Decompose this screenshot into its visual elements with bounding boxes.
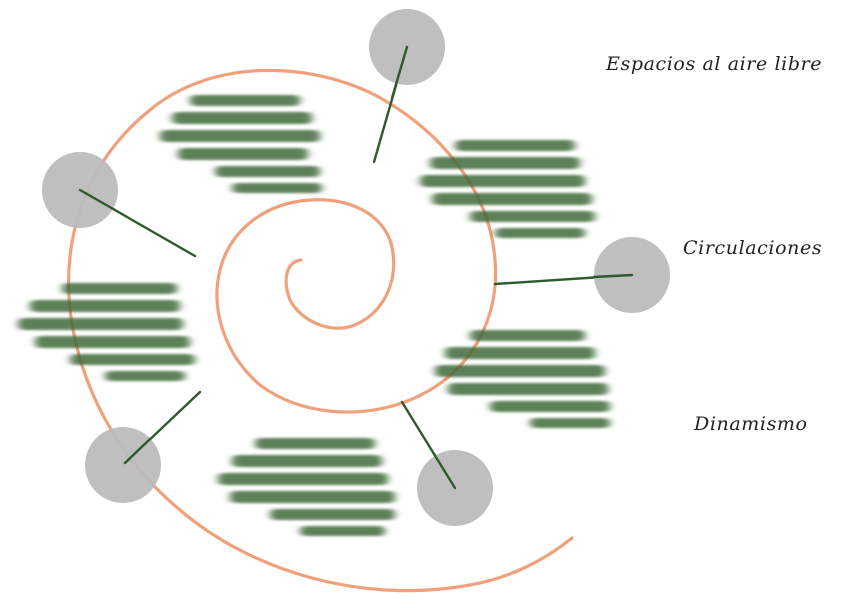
vegetation-cluster-right-bottom <box>435 330 610 428</box>
vegetation-cluster-top <box>160 95 322 193</box>
label-outdoor-spaces: Espacios al aire libre <box>606 53 822 75</box>
label-circulations: Circulaciones <box>683 237 822 259</box>
vegetation-cluster-right-top <box>420 140 595 238</box>
vegetation-cluster-bottom <box>218 438 395 536</box>
vegetation-cluster-left <box>18 283 195 381</box>
label-dynamism: Dinamismo <box>694 413 808 435</box>
